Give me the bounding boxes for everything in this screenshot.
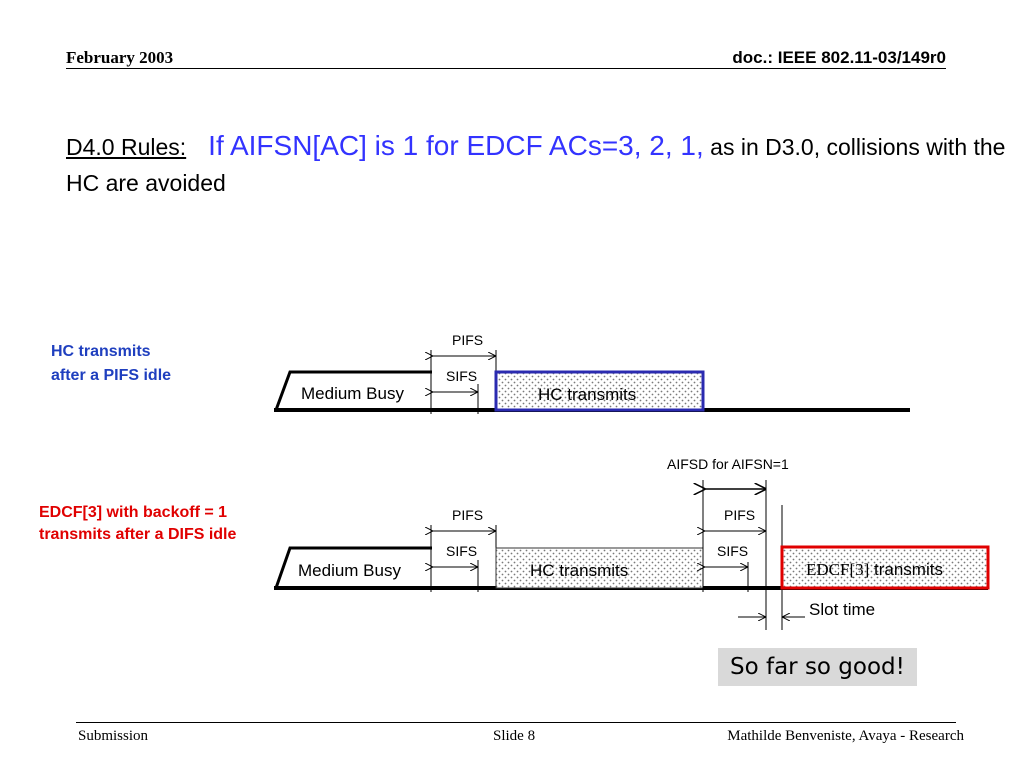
d1-caption-line1: HC transmits (51, 343, 151, 360)
d1-medium-busy-shape (274, 370, 432, 411)
slide-title: D4.0 Rules: If AIFSN[AC] is 1 for EDCF AC… (66, 128, 1006, 201)
title-rest: as in D3.0, collisions with the HC are a… (66, 134, 1006, 196)
d1-caption-line2: after a PIFS idle (51, 367, 172, 384)
d2-medium-busy-shape (274, 546, 432, 589)
header-date: February 2003 (66, 48, 174, 67)
d2-caption-line1: EDCF[3] with backoff = 1 (39, 504, 228, 521)
header-rule (66, 68, 946, 69)
d2-hc-transmits-label: HC transmits (530, 561, 629, 580)
d2-caption-line2: transmits after a DIFS idle (39, 526, 237, 543)
d1-hc-box (494, 370, 705, 412)
d1-medium-busy-label: Medium Busy (301, 384, 404, 403)
d2-sifs2-label: SIFS (717, 543, 749, 559)
edcf-transmits-label: EDCF[3] transmits (806, 560, 943, 580)
d1-caption: HC transmits after a PIFS idle (51, 340, 171, 388)
d2-medium-busy-label: Medium Busy (298, 561, 401, 580)
d2-sifs-label: SIFS (446, 543, 478, 559)
aifsd-label: AIFSD for AIFSN=1 (667, 456, 789, 472)
d1-hc-transmits-label: HC transmits (538, 385, 637, 404)
d2-pifs-label: PIFS (452, 507, 484, 523)
edcf-suffix: transmits (869, 560, 943, 579)
edcf-prefix: EDCF[3] (806, 560, 870, 579)
d2-caption: EDCF[3] with backoff = 1 transmits after… (39, 502, 236, 546)
so-far-so-good-callout: So far so good! (718, 648, 917, 686)
title-lead: D4.0 Rules: (66, 134, 187, 160)
d1-sifs-label: SIFS (446, 368, 478, 384)
title-condition: If AIFSN[AC] is 1 for EDCF ACs=3, 2, 1, (208, 130, 704, 161)
footer-rule (76, 722, 956, 723)
d2-hc-box (495, 547, 704, 589)
d2-pifs2-label: PIFS (724, 507, 756, 523)
edcf-box (780, 545, 990, 590)
footer-slide-number: Slide 8 (493, 728, 536, 744)
footer-author: Mathilde Benveniste, Avaya - Research (727, 728, 964, 744)
slot-time-label: Slot time (809, 600, 876, 619)
header-doc-id: doc.: IEEE 802.11-03/149r0 (732, 48, 946, 67)
d1-pifs-label: PIFS (452, 332, 484, 348)
footer-submission: Submission (78, 728, 149, 744)
